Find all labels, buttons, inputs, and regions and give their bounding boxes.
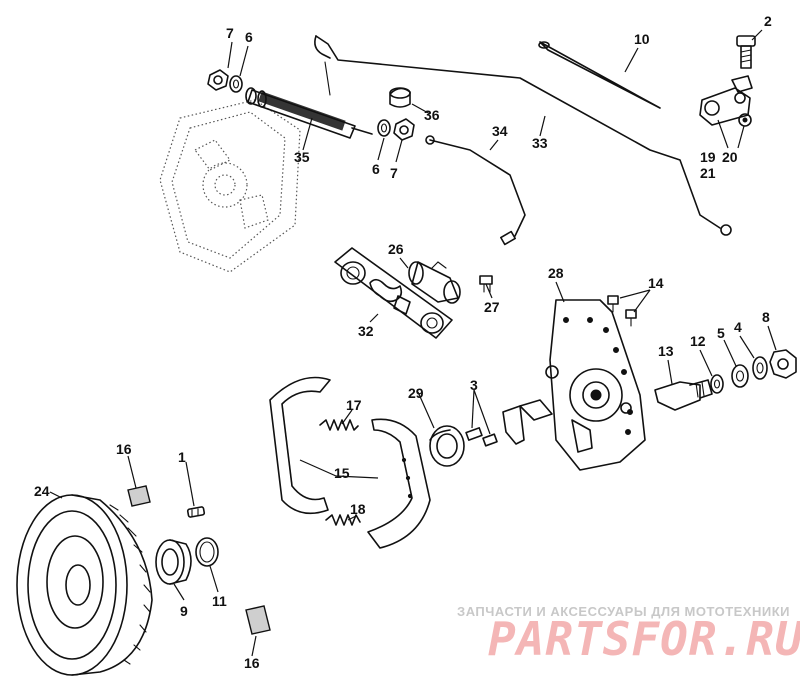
axle-shaft-35 xyxy=(245,87,373,139)
callout-1: 1 xyxy=(178,449,186,465)
callout-labels: 7 6 2 10 19 21 20 35 36 6 7 34 33 26 27 … xyxy=(34,13,772,671)
watermark-caption: ЗАПЧАСТИ И АКСЕССУАРЫ ДЛЯ МОТОТЕХНИКИ xyxy=(457,604,790,619)
callout-6-top: 6 xyxy=(245,29,253,45)
nut-7-bottom xyxy=(393,118,415,141)
callout-9: 9 xyxy=(180,603,188,619)
callout-18: 18 xyxy=(350,501,366,517)
block-16-top xyxy=(127,485,151,507)
callout-13: 13 xyxy=(658,343,674,359)
callout-34: 34 xyxy=(492,123,508,139)
callout-27: 27 xyxy=(484,299,500,315)
screw-1 xyxy=(186,506,206,518)
callout-14: 14 xyxy=(648,275,664,291)
callout-33: 33 xyxy=(532,135,548,151)
backing-plate-28 xyxy=(545,299,646,471)
spring-17 xyxy=(319,419,359,431)
nut-7-top xyxy=(207,69,229,91)
backing-plate-ghost xyxy=(159,99,301,273)
callout-29: 29 xyxy=(408,385,424,401)
lever-13 xyxy=(654,379,713,411)
callout-8: 8 xyxy=(762,309,770,325)
callout-16-top: 16 xyxy=(116,441,132,457)
washer-6-top xyxy=(229,75,243,93)
callout-12: 12 xyxy=(690,333,706,349)
washer-12 xyxy=(710,374,724,394)
callout-2: 2 xyxy=(764,13,772,29)
bolts-14 xyxy=(607,295,637,327)
nut-8 xyxy=(769,349,797,379)
brake-shoe-right-15 xyxy=(367,418,431,549)
callout-17: 17 xyxy=(346,397,362,413)
bolt-2 xyxy=(736,35,756,69)
spring-18 xyxy=(325,514,361,526)
pin-10 xyxy=(538,41,661,109)
washer-4 xyxy=(752,356,768,380)
washer-6-bottom xyxy=(377,119,391,137)
callout-15: 15 xyxy=(334,465,350,481)
callout-35: 35 xyxy=(294,149,310,165)
callout-11: 11 xyxy=(212,593,227,609)
callout-32: 32 xyxy=(358,323,374,339)
callout-26: 26 xyxy=(388,241,404,257)
callout-5: 5 xyxy=(717,325,725,341)
callout-28: 28 xyxy=(548,265,564,281)
brake-cable-34 xyxy=(425,135,526,246)
brake-rod-33 xyxy=(314,35,732,236)
circlip-11 xyxy=(195,537,219,567)
brake-shoe-left-15 xyxy=(269,376,331,515)
callout-20: 20 xyxy=(722,149,738,165)
callout-4: 4 xyxy=(734,319,742,335)
brake-drum-24 xyxy=(16,494,153,676)
callout-3: 3 xyxy=(470,377,478,393)
callout-21: 21 xyxy=(700,165,716,181)
wheel-cylinder-kit-32 xyxy=(334,247,453,339)
callout-10: 10 xyxy=(634,31,650,47)
callout-16-bottom: 16 xyxy=(244,655,260,671)
watermark-logo: PARTSFOR.RU xyxy=(488,612,800,666)
callout-36: 36 xyxy=(424,107,440,123)
parts-3 xyxy=(465,399,553,447)
callout-19: 19 xyxy=(700,149,716,165)
callout-24: 24 xyxy=(34,483,50,499)
callout-6-bottom: 6 xyxy=(372,161,380,177)
callout-7-top: 7 xyxy=(226,25,234,41)
callout-7-bottom: 7 xyxy=(390,165,398,181)
bearing-9 xyxy=(155,539,192,585)
bolt-20 xyxy=(738,113,752,127)
block-16-bottom xyxy=(245,605,271,635)
washer-5 xyxy=(731,364,749,388)
cap-36 xyxy=(389,87,411,108)
seal-29 xyxy=(429,425,465,467)
wheel-cylinder-26 xyxy=(408,261,461,304)
leader-lines xyxy=(49,29,777,657)
